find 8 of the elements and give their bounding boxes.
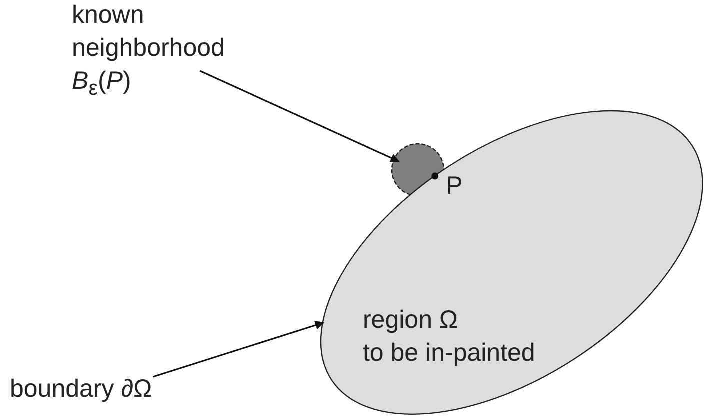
annotation-text: boundary ∂Ω [10, 374, 152, 405]
region-label: to be in-painted [362, 338, 536, 369]
annotation-text: known neighborhood B$_{ε}$(P) [72, 0, 226, 102]
leader-arrow [200, 70, 400, 162]
region-label: region Ω [362, 304, 458, 336]
region-ellipse [321, 111, 703, 415]
point-label: P [446, 171, 463, 202]
leader-arrow [153, 321, 325, 378]
